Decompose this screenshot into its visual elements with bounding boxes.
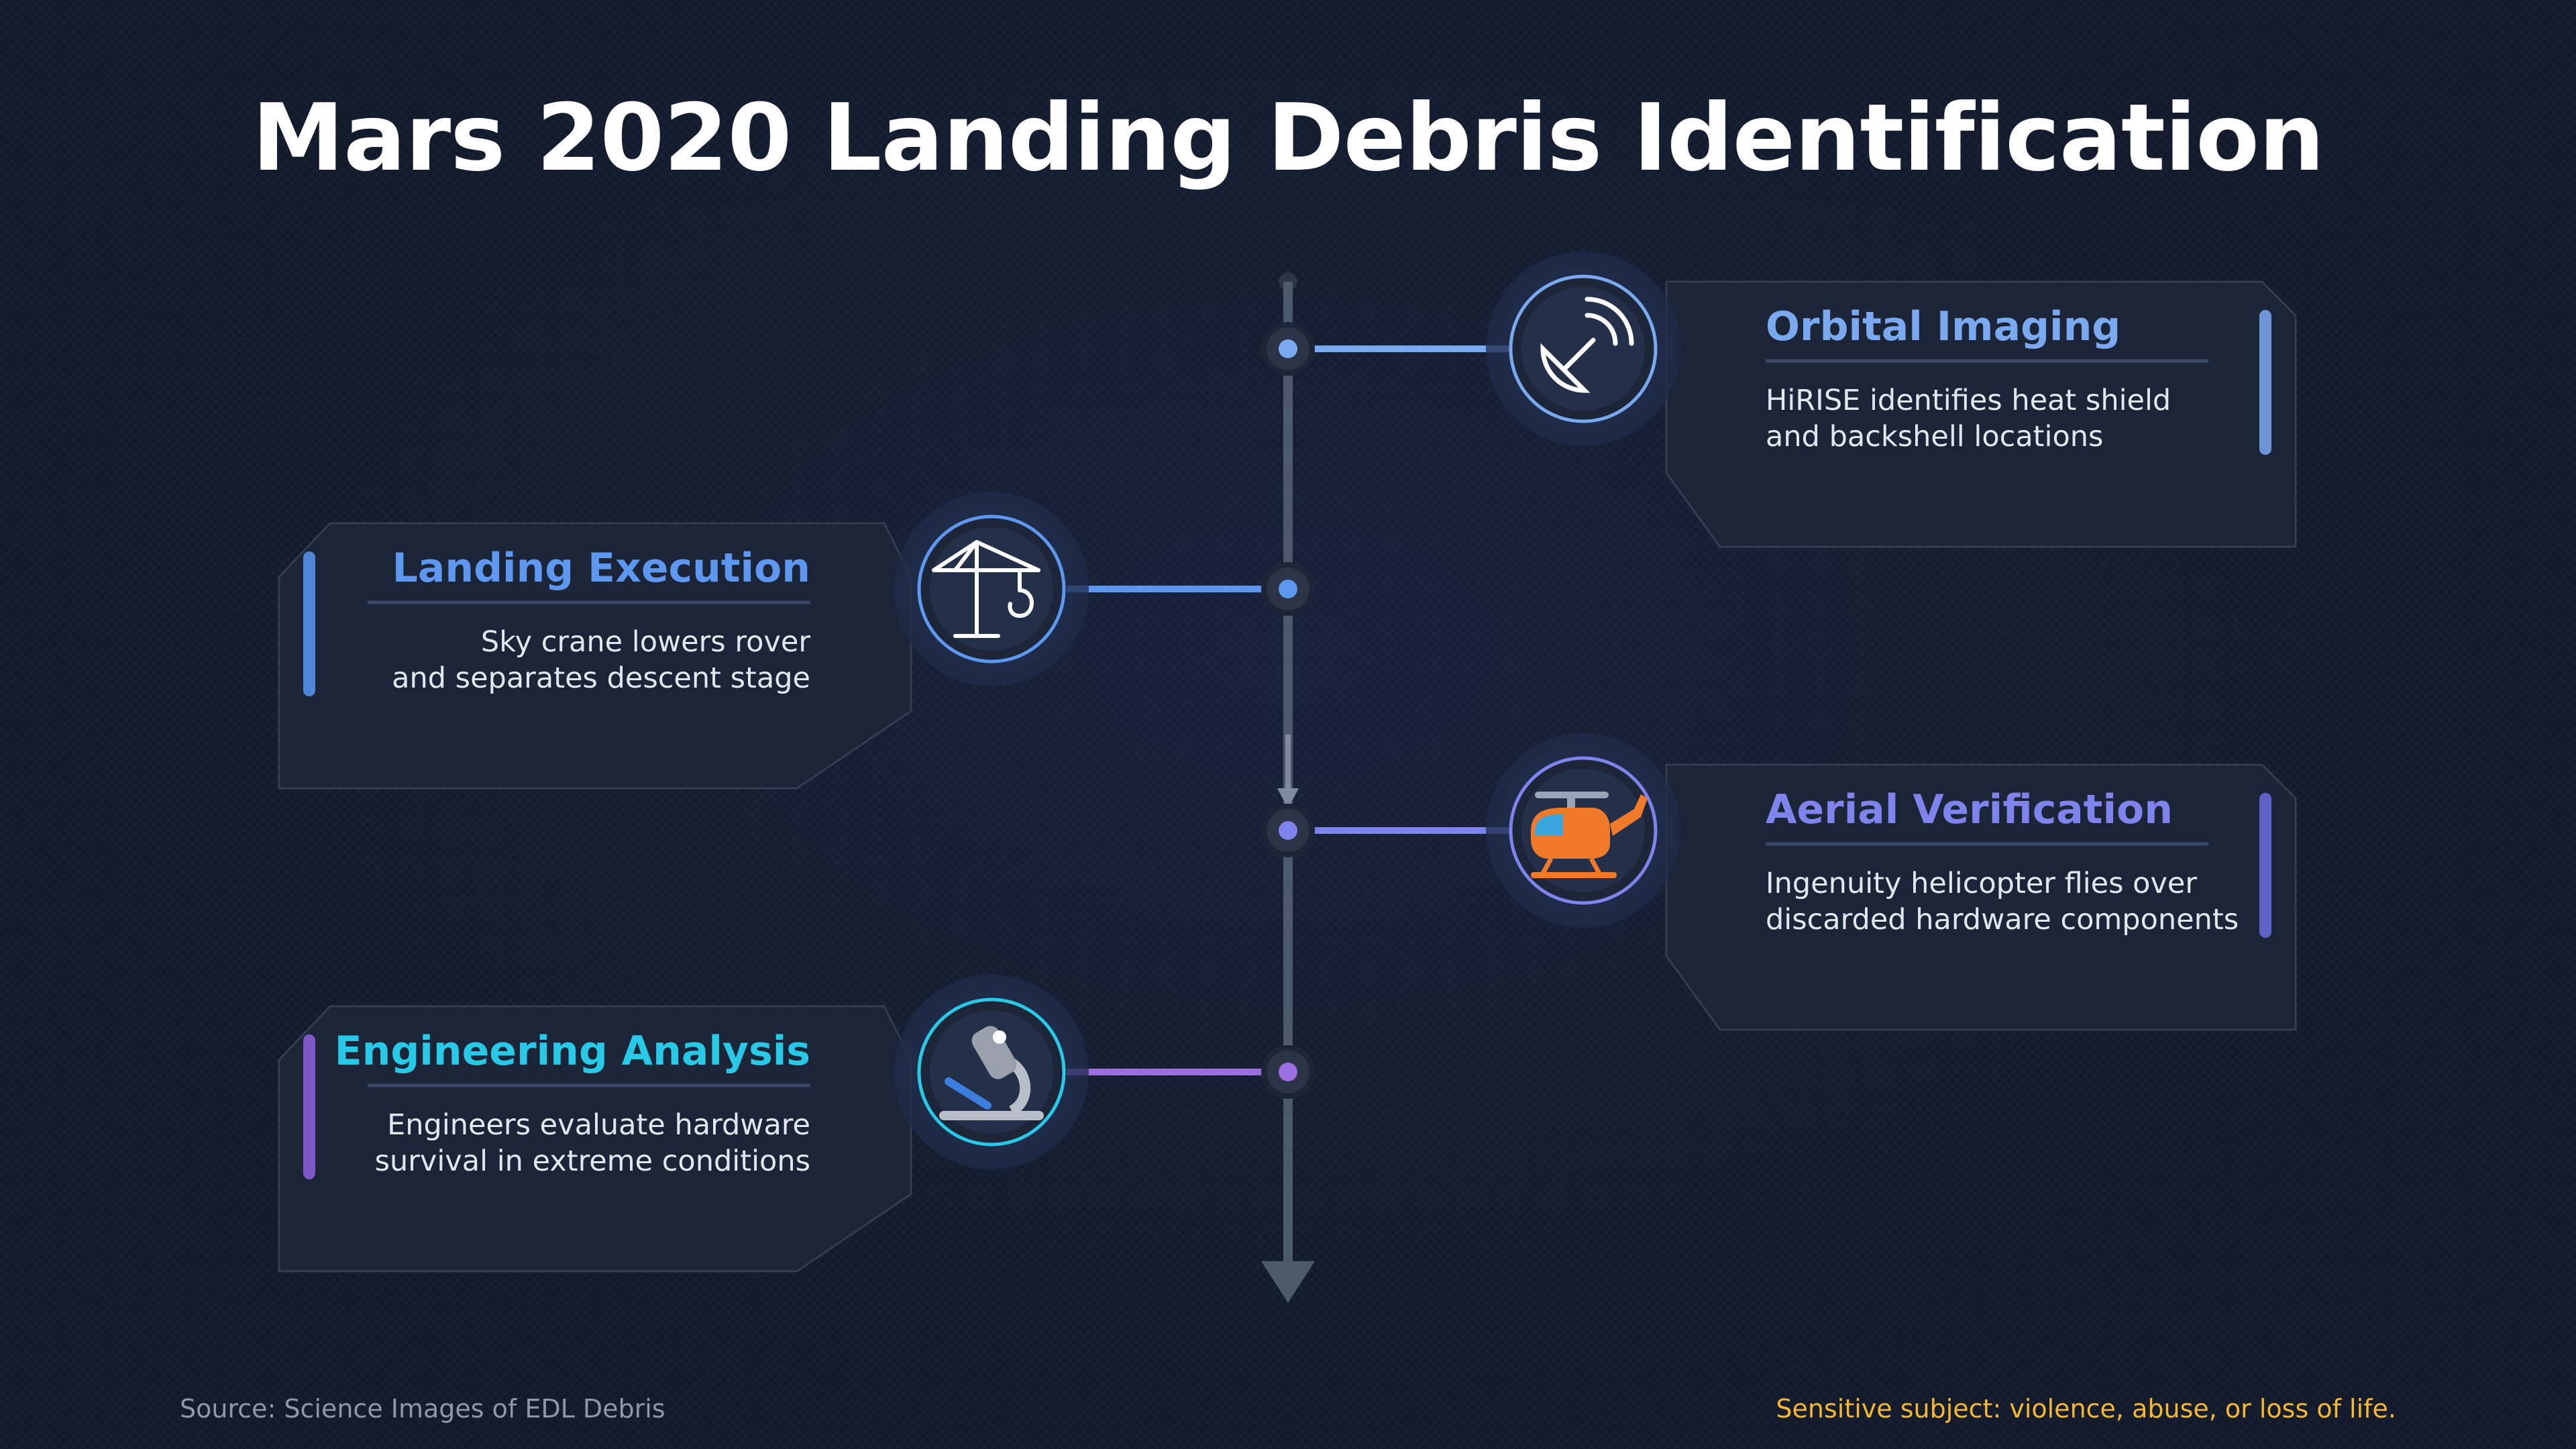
card-accent-bar bbox=[2259, 310, 2271, 455]
step-desc-orbital-imaging-line1: HiRISE identifies heat shield bbox=[1766, 384, 2171, 417]
step-aerial-verification bbox=[1261, 733, 2297, 1031]
card-accent-bar bbox=[303, 1034, 315, 1179]
satellite-dish-icon bbox=[1540, 297, 1634, 393]
card-accent-bar bbox=[303, 551, 315, 696]
step-desc-landing-execution-line2: and separates descent stage bbox=[392, 661, 810, 695]
step-desc-aerial-verification-line2: discarded hardware components bbox=[1766, 903, 2239, 936]
card-landing-execution bbox=[278, 522, 912, 790]
card-orbital-imaging bbox=[1665, 280, 2297, 548]
timeline-node-4 bbox=[1279, 1063, 1297, 1081]
step-desc-engineering-analysis-line1: Engineers evaluate hardware bbox=[387, 1108, 810, 1142]
step-title-aerial-verification: Aerial Verification bbox=[1766, 786, 2173, 833]
step-landing-execution bbox=[278, 492, 1315, 790]
timeline-node-3 bbox=[1279, 821, 1297, 840]
step-title-orbital-imaging: Orbital Imaging bbox=[1766, 303, 2121, 350]
crane-icon bbox=[932, 540, 1040, 638]
step-desc-landing-execution-line1: Sky crane lowers rover bbox=[480, 625, 810, 659]
timeline-spine bbox=[1261, 272, 1315, 1303]
spine-arrowhead bbox=[1261, 1261, 1315, 1303]
microscope-icon bbox=[939, 1026, 1044, 1120]
step-title-landing-execution: Landing Execution bbox=[392, 545, 810, 592]
step-engineering-analysis bbox=[278, 975, 1315, 1273]
step-desc-aerial-verification-line1: Ingenuity helicopter flies over bbox=[1766, 867, 2198, 900]
page-title: Mars 2020 Landing Debris Identification bbox=[252, 84, 2325, 192]
step-orbital-imaging bbox=[1261, 252, 2297, 548]
card-aerial-verification bbox=[1665, 763, 2297, 1031]
step-title-engineering-analysis: Engineering Analysis bbox=[334, 1028, 810, 1075]
step-desc-orbital-imaging-line2: and backshell locations bbox=[1766, 420, 2104, 453]
card-accent-bar bbox=[2259, 793, 2271, 938]
timeline-node-2 bbox=[1279, 580, 1297, 598]
helicopter-icon bbox=[1531, 792, 1648, 878]
step-desc-engineering-analysis-line2: survival in extreme conditions bbox=[374, 1144, 810, 1178]
timeline-node-1 bbox=[1279, 339, 1297, 358]
source-caption: Source: Science Images of EDL Debris bbox=[180, 1394, 665, 1424]
card-engineering-analysis bbox=[278, 1005, 912, 1273]
sensitive-warning: Sensitive subject: violence, abuse, or l… bbox=[1776, 1394, 2396, 1424]
